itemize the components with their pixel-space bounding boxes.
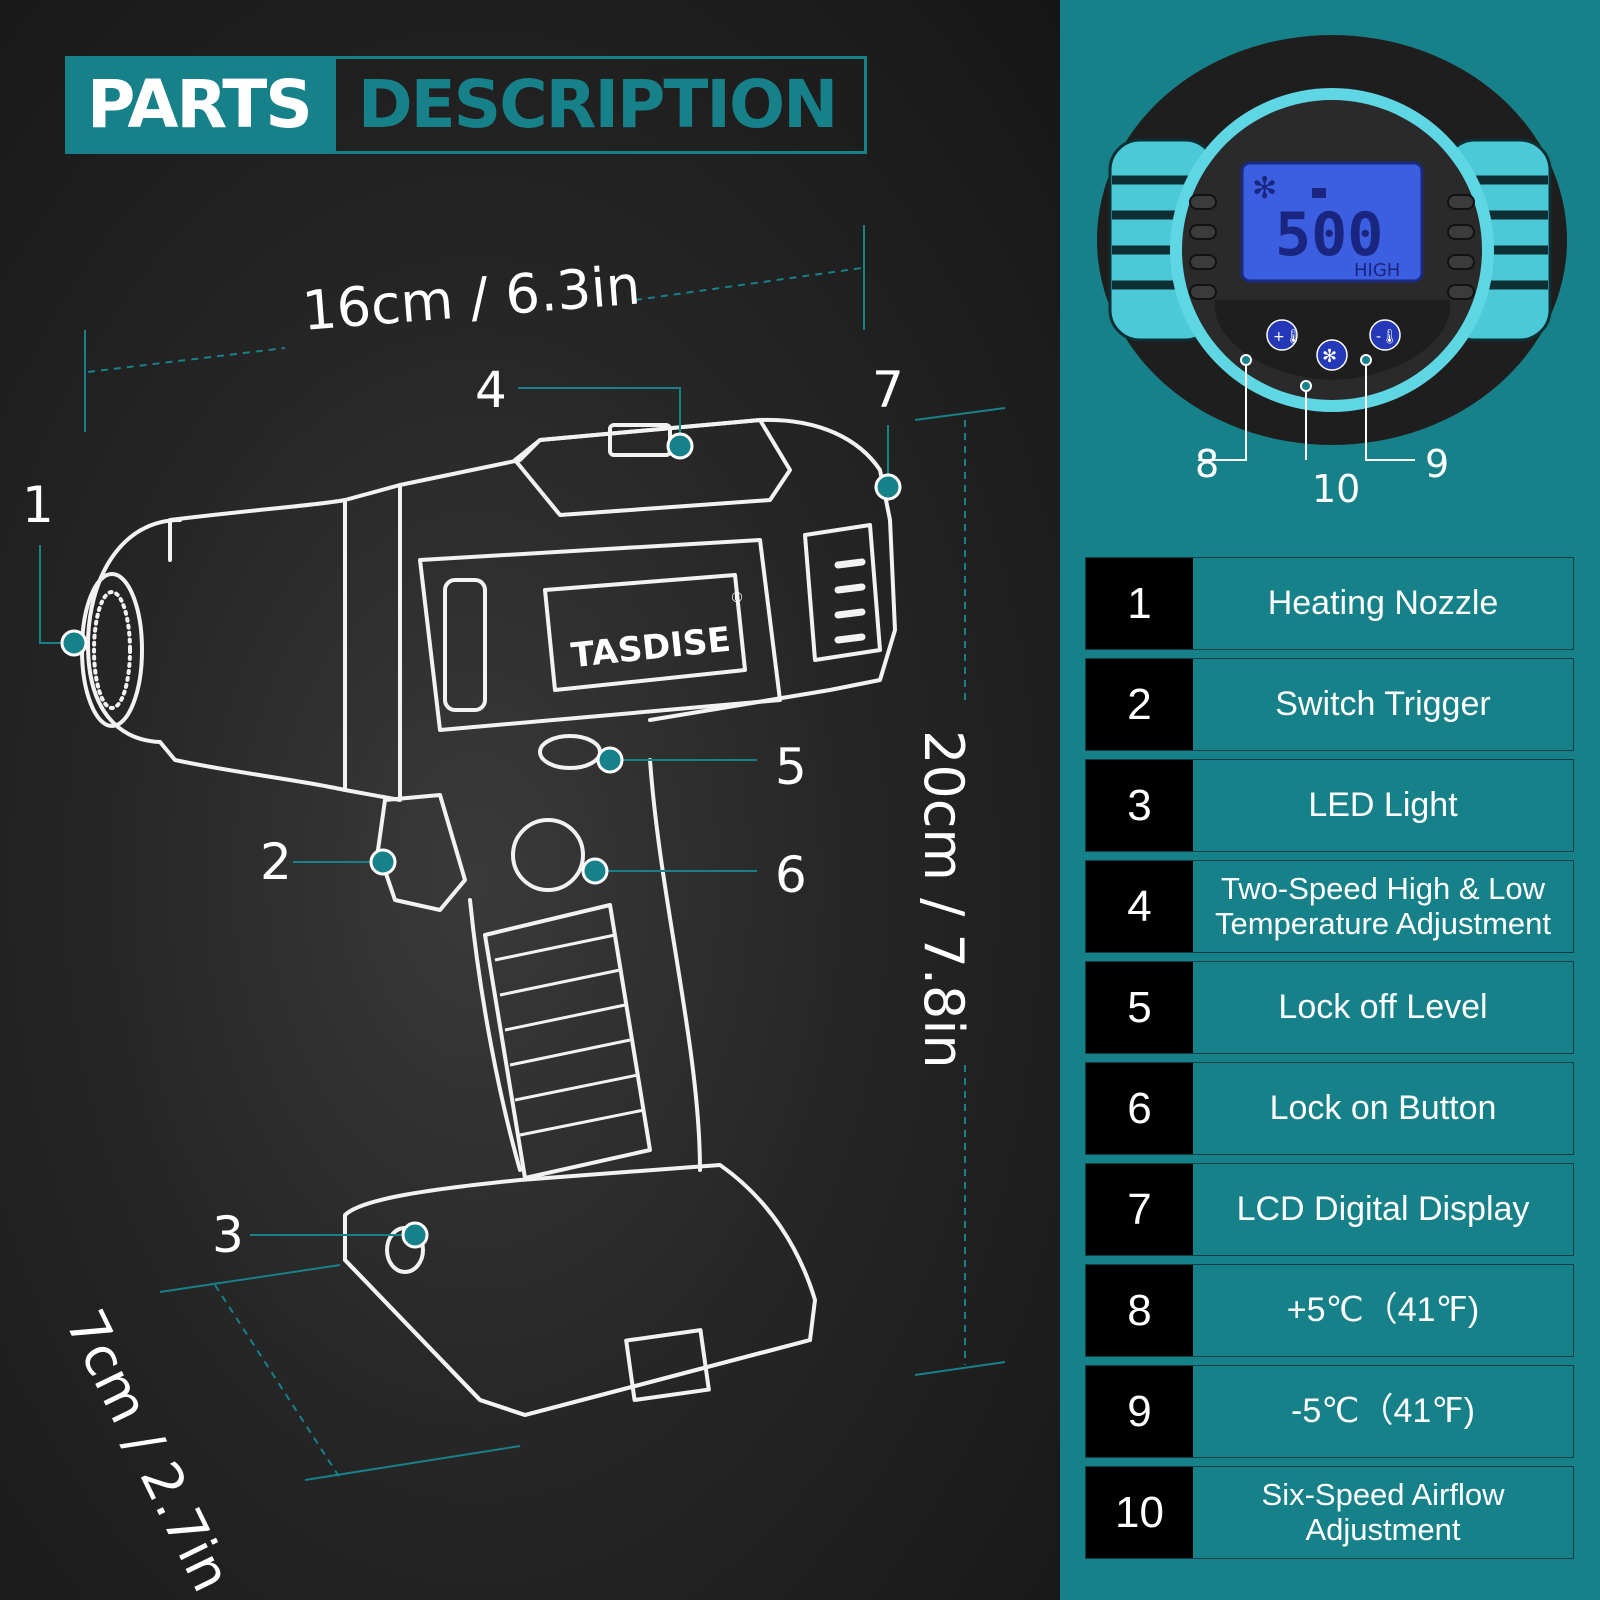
device-callout-8: 8: [1195, 442, 1220, 486]
left-panel: [0, 0, 1060, 1600]
part-name: Lock off Level: [1193, 962, 1573, 1053]
part-name: Switch Trigger: [1193, 659, 1573, 750]
depth-ext-top: [159, 1264, 341, 1293]
part-name: +5℃（41℉): [1193, 1265, 1573, 1356]
parts-table: 1 Heating Nozzle 2 Switch Trigger 3 LED …: [1085, 557, 1574, 1567]
heat-gun-illustration: TASDISE ®: [39, 225, 1006, 1481]
part-name: LED Light: [1193, 760, 1573, 851]
svg-text:-🌡: -🌡: [1376, 329, 1399, 345]
part-number: 7: [1086, 1164, 1193, 1255]
svg-text:✻: ✻: [1322, 346, 1337, 367]
depth-dim-line: [214, 1284, 341, 1479]
dimension-lines: [84, 225, 1006, 1481]
device-callout-9: 9: [1425, 442, 1450, 486]
lcd-screen: [1240, 161, 1424, 283]
nozzle-ring-outer: [86, 518, 182, 744]
callout-1: 1: [22, 476, 54, 534]
lock-off-lever: [538, 734, 602, 770]
svg-text:+🌡: +🌡: [1273, 329, 1303, 345]
height-ext-top: [914, 407, 1006, 421]
control-buttons: +🌡 ✻ -🌡: [1266, 319, 1401, 371]
parts-row: 2 Switch Trigger: [1085, 658, 1574, 751]
part-number: 9: [1086, 1366, 1193, 1457]
part-name: Six-Speed Airflow Adjustment: [1193, 1467, 1573, 1558]
part-name: LCD Digital Display: [1193, 1164, 1573, 1255]
callout-2: 2: [260, 833, 292, 891]
barrel-front: [158, 498, 347, 792]
battery-base: [343, 1163, 817, 1417]
side-panel: [418, 538, 782, 732]
part-number: 10: [1086, 1467, 1193, 1558]
height-ext-bottom: [914, 1361, 1006, 1376]
part-name: Two-Speed High & Low Temperature Adjustm…: [1193, 861, 1573, 952]
vent-panel: [803, 523, 882, 662]
panel-side-buttons: [1189, 194, 1475, 300]
part-number: 5: [1086, 962, 1193, 1053]
parts-row: 5 Lock off Level: [1085, 961, 1574, 1054]
handle-front: [468, 898, 522, 1172]
callout-7: 7: [872, 361, 904, 419]
callout-6: 6: [775, 846, 807, 904]
fan-speed-button: [1316, 339, 1348, 371]
lcd-indicator: [1312, 188, 1326, 198]
title-parts: PARTS: [65, 56, 333, 154]
dimension-height: 20cm / 7.8in: [912, 730, 975, 1069]
callout-4: 4: [475, 361, 507, 419]
callout-3: 3: [212, 1206, 244, 1264]
parts-row: 3 LED Light: [1085, 759, 1574, 852]
part-number: 4: [1086, 861, 1193, 952]
callout-leaders: [39, 387, 889, 1236]
temp-down-button: [1369, 319, 1401, 351]
part-name: Heating Nozzle: [1193, 558, 1573, 649]
grip-ribs: [494, 933, 645, 1137]
width-dim-line-left: [87, 347, 286, 373]
top-control-box: [513, 418, 792, 517]
callout-5: 5: [775, 738, 807, 796]
brand-logo: TASDISE: [569, 620, 732, 677]
device-callout-dots: [1240, 354, 1372, 392]
part-number: 6: [1086, 1063, 1193, 1154]
parts-row: 1 Heating Nozzle: [1085, 557, 1574, 650]
part-name: -5℃（41℉): [1193, 1366, 1573, 1457]
battery-base-lower: [343, 1258, 812, 1417]
part-number: 2: [1086, 659, 1193, 750]
lock-on-button: [511, 818, 585, 892]
temp-up-button: [1266, 319, 1298, 351]
title-description: DESCRIPTION: [332, 56, 868, 154]
side-slot: [443, 578, 487, 712]
device-callout-lines: [1198, 360, 1415, 461]
lcd-mode: HIGH: [1354, 260, 1400, 281]
part-name: Lock on Button: [1193, 1063, 1573, 1154]
handle-back: [648, 758, 702, 1172]
parts-row: 8 +5℃（41℉): [1085, 1264, 1574, 1357]
lcd-value: 500: [1275, 200, 1383, 270]
width-dim-line-right: [634, 267, 863, 301]
parts-row: 7 LCD Digital Display: [1085, 1163, 1574, 1256]
depth-ext-bottom: [304, 1445, 521, 1481]
grip-outline: [483, 903, 652, 1180]
barrel-collar: [343, 483, 402, 802]
nozzle-grill: [92, 590, 132, 710]
lcd-fan-icon: ✻: [1252, 171, 1277, 206]
part-number: 1: [1086, 558, 1193, 649]
heat-gun-body: [80, 417, 897, 1417]
page-title: PARTS DESCRIPTION: [65, 56, 868, 154]
base-latch: [624, 1328, 711, 1402]
parts-row: 9 -5℃（41℉): [1085, 1365, 1574, 1458]
parts-row: 4 Two-Speed High & Low Temperature Adjus…: [1085, 860, 1574, 953]
vent-slots: [834, 558, 866, 644]
logo-plate: [543, 573, 747, 692]
control-panel-illustration: 500 HIGH ✻ +🌡 ✻ -🌡: [1097, 35, 1567, 461]
part-number: 3: [1086, 760, 1193, 851]
part-number: 8: [1086, 1265, 1193, 1356]
parts-row: 6 Lock on Button: [1085, 1062, 1574, 1155]
device-callout-10: 10: [1312, 467, 1361, 511]
nozzle-opening: [80, 572, 144, 728]
brand-registered: ®: [730, 590, 744, 606]
housing-top: [398, 417, 897, 722]
callout-dots: [60, 432, 902, 1249]
parts-row: 10 Six-Speed Airflow Adjustment: [1085, 1466, 1574, 1559]
